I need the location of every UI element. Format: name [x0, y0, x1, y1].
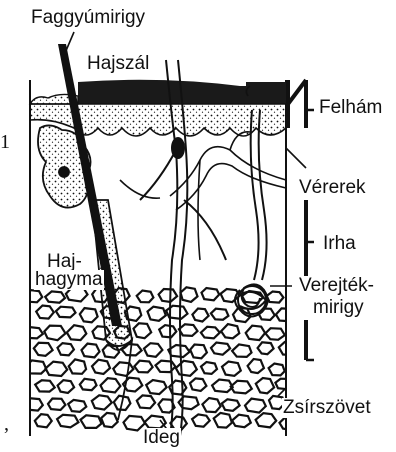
- edge-fragment-top-left: 1: [0, 132, 10, 152]
- label-sweat-gland-line1: Verejték-: [298, 276, 375, 296]
- label-hair-follicle-line2: hagyma: [34, 270, 104, 290]
- label-epidermis: Felhám: [318, 98, 383, 118]
- label-adipose-tissue: Zsírszövet: [282, 398, 372, 418]
- fat-cell: [202, 288, 220, 300]
- label-dermis: Irha: [322, 234, 357, 254]
- label-blood-vessels: Vérerek: [298, 178, 367, 198]
- edge-fragment-bottom-left: ,: [4, 414, 9, 434]
- label-nerve: Ideg: [142, 428, 181, 448]
- adipose-tissue: [22, 280, 298, 436]
- label-sweat-gland-line2: mirigy: [312, 298, 365, 318]
- fat-cell: [181, 287, 198, 302]
- label-sebaceous-gland: Faggyúmirigy: [30, 8, 146, 28]
- layer-brackets: [288, 80, 314, 360]
- label-hair-shaft: Hajszál: [86, 54, 150, 74]
